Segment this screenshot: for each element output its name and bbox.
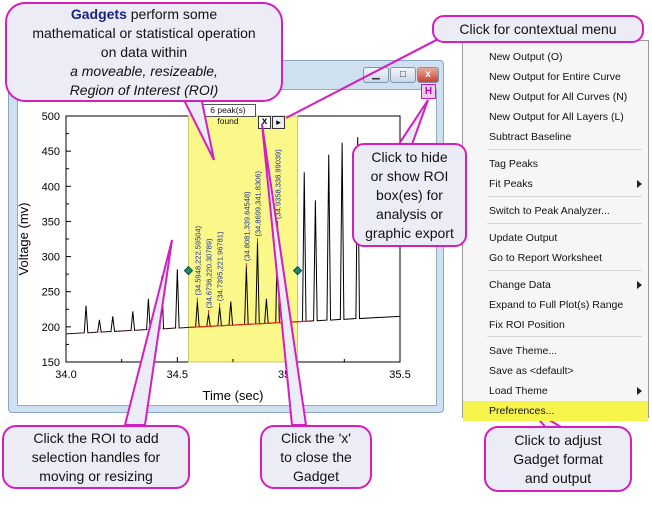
callout-hide-roi: Click to hide or show ROI box(es) for an… [352,143,467,247]
callout-hide-line1: Click to hide [371,148,448,165]
callout-gadgets: Gadgets perform some mathematical or sta… [5,2,283,102]
menu-separator [487,223,642,224]
x-axis-label: Time (sec) [203,388,264,403]
y-tick-label: 400 [42,181,60,193]
callout-roi-line2: selection handles for [31,448,161,465]
y-tick-label: 250 [42,287,60,299]
menu-item[interactable]: Fix ROI Position [489,319,565,331]
callout-gadgets-rest: perform some [130,5,218,22]
menu-item[interactable]: Load Theme [463,381,648,401]
y-tick-label: 350 [42,216,60,228]
menu-item[interactable]: Save Theme... [489,345,558,357]
peak-label: (34.8699,341.8306) [253,171,262,237]
gadget-status: 6 peak(s) found [200,104,256,126]
y-tick-label: 200 [42,322,60,334]
menu-item[interactable]: Go to Report Worksheet [489,252,603,264]
roi-handle[interactable] [183,265,194,276]
gadget-close-button[interactable]: x [258,116,271,129]
y-tick-label: 150 [42,357,60,369]
menu-separator [487,196,642,197]
menu-item[interactable]: New Output for All Layers (L) [489,111,624,123]
peak-label: (34.9358,338.99039) [274,149,283,219]
x-tick-label: 34.5 [167,369,188,381]
menu-item[interactable]: Switch to Peak Analyzer... [489,205,610,217]
gadget-menu-button[interactable]: ▸ [272,116,285,129]
callout-gadgets-line2: mathematical or statistical operation [32,24,256,41]
callout-gadgets-line3: on data within [100,43,188,60]
peak-label: (34.7395,221.96781) [216,231,225,301]
peak-label: (34.5948,222.59504) [193,225,202,295]
callout-close-gadget: Click the 'x' to close the Gadget [260,425,372,489]
menu-item[interactable]: Subtract Baseline [489,131,572,143]
callout-context-text: Click for contextual menu [459,20,617,37]
menu-item[interactable]: Change Data [463,275,648,295]
callout-adjust-line3: and output [524,469,592,486]
menu-item[interactable]: Expand to Full Plot(s) Range [489,299,624,311]
callout-hide-line5: graphic export [365,224,454,241]
callout-close-line3: Gadget [293,467,339,484]
context-menu: New Output (O) New Output for Entire Curv… [462,40,649,421]
peak-label: (34.8081,339.64548) [242,191,251,261]
callout-context-menu: Click for contextual menu [432,15,644,43]
menu-item[interactable]: Save as <default> [489,365,574,377]
y-axis-label: Voltage (mv) [16,203,31,276]
menu-separator [487,336,642,337]
callout-roi-line3: moving or resizing [39,467,153,484]
callout-hide-line4: analysis or [376,205,443,222]
callout-gadgets-line4: a moveable, resizeable, [70,62,218,79]
callout-adjust-line1: Click to adjust [514,431,602,448]
menu-item[interactable]: New Output (O) [489,51,563,63]
callout-roi-line1: Click the ROI to add [33,429,159,446]
menu-item[interactable]: Preferences... [463,401,648,421]
y-tick-label: 450 [42,146,60,158]
callout-close-line2: to close the [280,448,352,465]
submenu-arrow-icon [637,180,642,188]
x-tick-label: 35.0 [278,369,299,381]
x-tick-label: 34.0 [55,369,76,381]
submenu-arrow-icon [637,387,642,395]
callout-close-line1: Click the 'x' [281,429,351,446]
menu-separator [487,270,642,271]
menu-separator [487,149,642,150]
callout-gadgets-line1: Gadgets perform some [71,5,217,24]
menu-item[interactable]: Tag Peaks [489,158,539,170]
callout-roi-handles: Click the ROI to add selection handles f… [2,425,190,489]
roi-hide-button[interactable]: H [421,84,436,99]
menu-item[interactable]: New Output for Entire Curve [489,71,621,83]
callout-preferences: Click to adjust Gadget format and output [484,426,632,492]
menu-item[interactable]: New Output for All Curves (N) [489,91,628,103]
x-tick-label: 35.5 [389,369,410,381]
callout-adjust-line2: Gadget format [513,450,603,467]
callout-hide-line2: or show ROI [370,167,449,184]
menu-item[interactable]: Update Output [489,232,558,244]
menu-item[interactable]: Fit Peaks [463,174,648,194]
peak-label: (34.6736,220.30789) [205,238,214,308]
callout-hide-line3: box(es) for [376,186,443,203]
y-tick-label: 300 [42,252,60,264]
y-tick-label: 500 [42,111,60,123]
submenu-arrow-icon [637,281,642,289]
callout-gadgets-line5: Region of Interest (ROI) [69,81,219,98]
callout-gadgets-bold: Gadgets [70,5,127,22]
